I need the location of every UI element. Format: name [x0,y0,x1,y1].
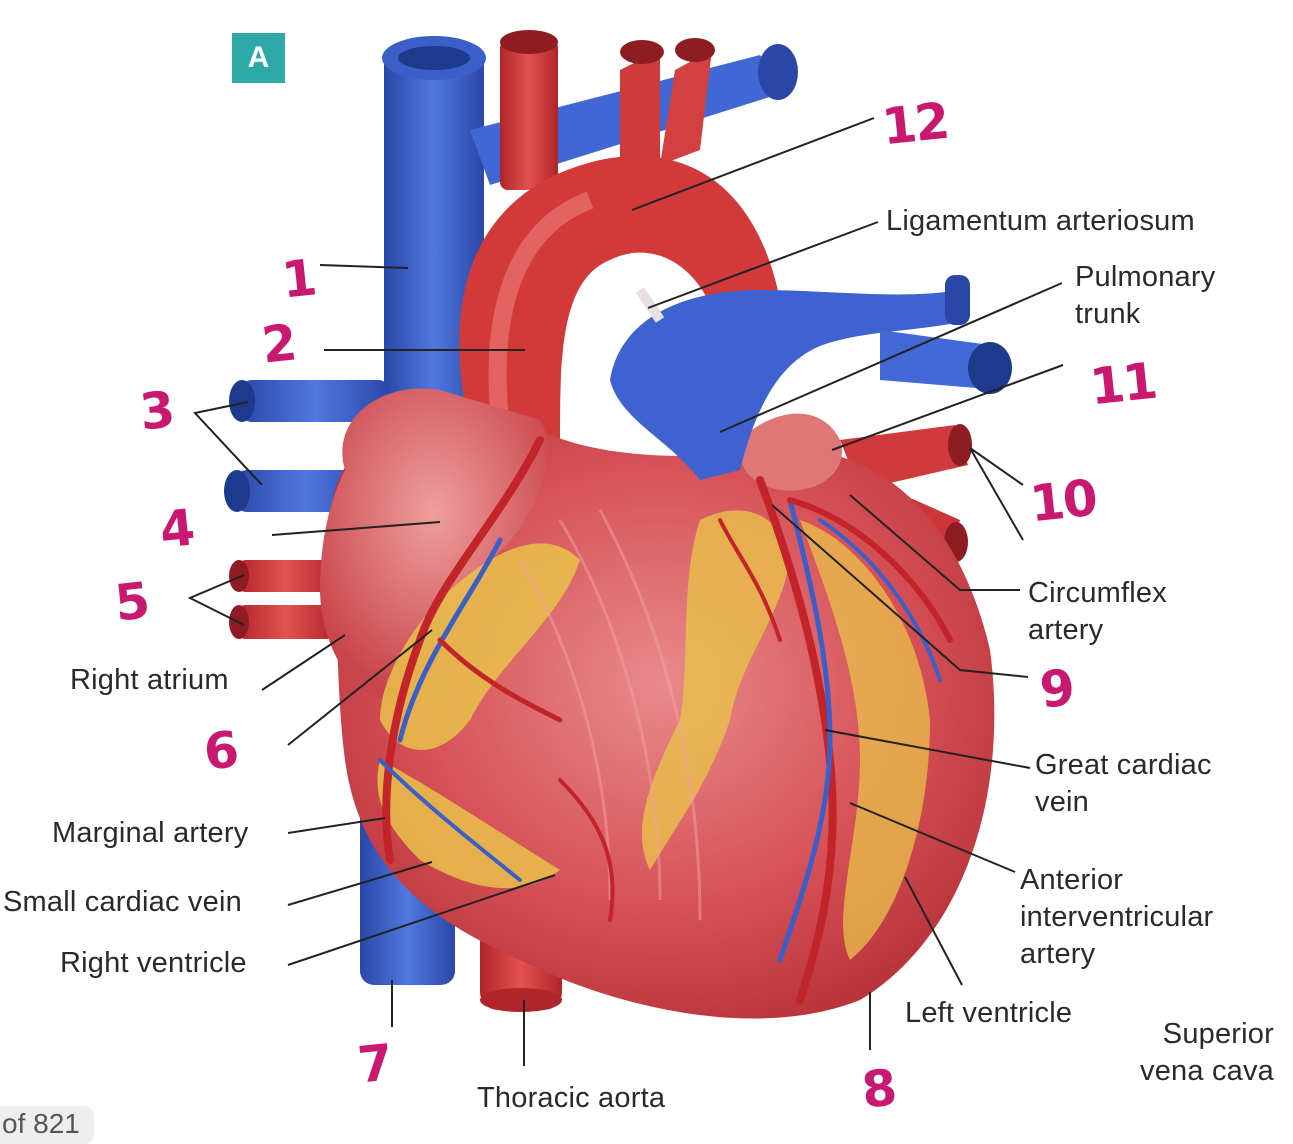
label-thoracic-aorta: Thoracic aorta [477,1082,666,1114]
label-marginal-artery: Marginal artery [52,817,249,849]
right-pulmonary-arteries [229,560,336,639]
handwritten-number-12: 12 [879,91,951,157]
handwritten-number-2: 2 [259,313,298,375]
handwritten-number-10: 10 [1027,468,1099,534]
ligamentum-arteriosum-structure [635,287,665,323]
page-counter: of 821 [0,1106,94,1144]
label-left-ventricle: Left ventricle [905,997,1073,1029]
handwritten-number-4: 4 [157,498,196,560]
label-ligamentum-arteriosum: Ligamentum arteriosum [886,205,1195,237]
leader-lines [187,117,1064,1066]
handwritten-number-7: 7 [355,1033,394,1095]
handwritten-number-8: 8 [859,1058,898,1120]
label-small-cardiac-vein: Small cardiac vein [3,886,242,918]
handwritten-number-6: 6 [201,720,240,782]
handwritten-number-1: 1 [279,248,318,310]
panel-letter-badge: A [232,33,285,83]
label-right-ventricle: Right ventricle [60,947,247,979]
aortic-arch [459,156,780,440]
label-superior-vena-cava: Superior vena cava [1140,1018,1274,1087]
handwritten-number-9: 9 [1037,658,1076,720]
aortic-branches [500,30,715,190]
label-right-atrium: Right atrium [70,664,229,696]
label-pulmonary-trunk: Pulmonary trunk [1075,261,1216,330]
handwritten-number-11: 11 [1087,351,1159,417]
label-great-cardiac-vein: Great cardiac vein [1035,749,1212,818]
label-circumflex-artery: Circumflex artery [1028,577,1167,646]
pulmonary-trunk-vessel [610,275,1012,480]
handwritten-number-3: 3 [137,380,176,442]
label-anterior-interventricular-artery: Anterior interventricular artery [1020,864,1214,970]
handwritten-number-5: 5 [112,571,151,633]
